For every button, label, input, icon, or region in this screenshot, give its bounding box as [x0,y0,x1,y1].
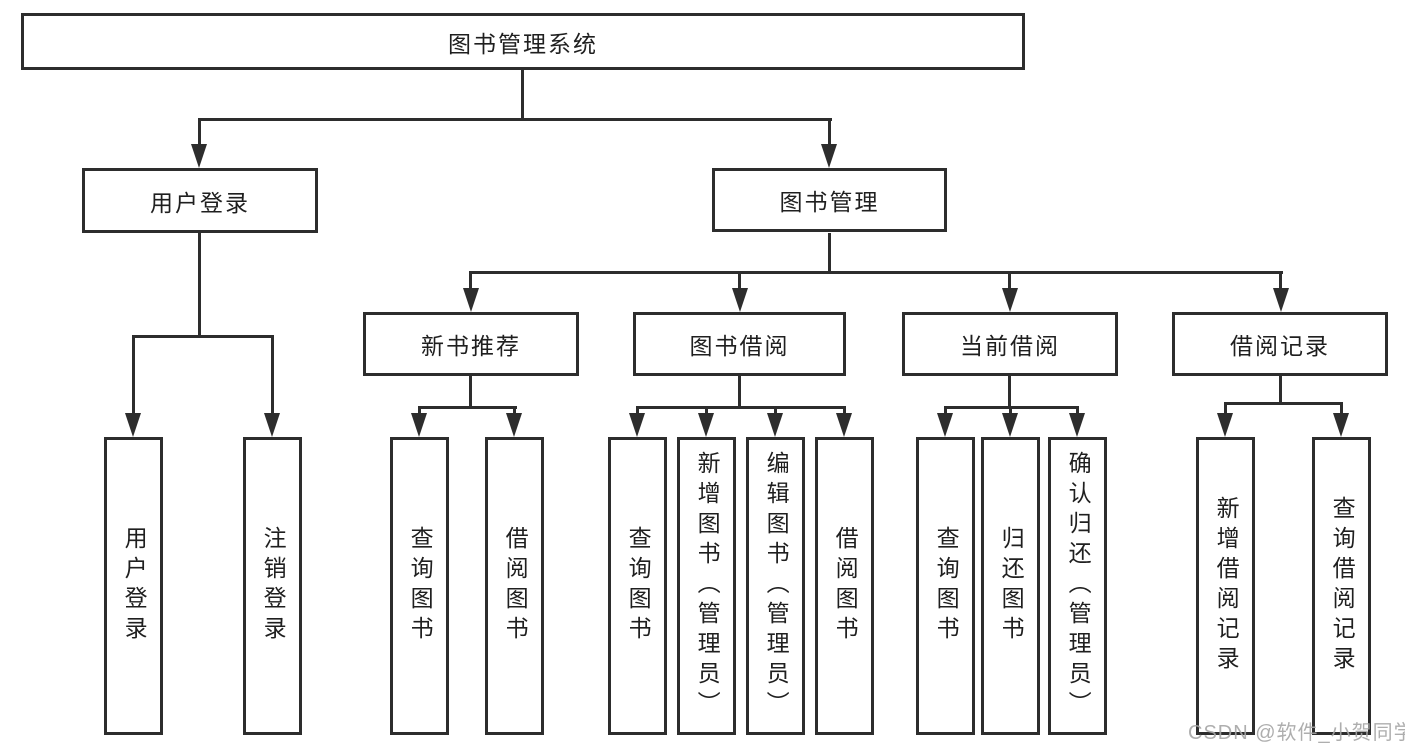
node-new-book-recommend-label: 新书推荐 [421,333,521,359]
leaf-borrow-books-recommend: 借阅图书 [485,437,544,735]
connector-line [705,406,708,418]
connector-line [1279,271,1282,293]
leaf-borrow-books-recommend-label: 借阅图书 [502,526,529,646]
arrow-down-icon [506,413,522,437]
connector-line [1008,271,1011,293]
arrow-down-icon [1273,288,1289,312]
arrow-down-icon [463,288,479,312]
connector-line [1008,376,1011,409]
node-user-login-label: 用户登录 [150,189,250,216]
leaf-return-book-label: 归还图书 [998,526,1025,646]
connector-line [132,335,274,338]
leaf-user-login-label: 用户登录 [121,526,148,646]
node-book-management: 图书管理 [712,168,947,232]
leaf-logout-label: 注销登录 [260,526,287,646]
leaf-add-book-admin-label: 新增图书（管理员） [694,451,721,721]
node-current-borrow: 当前借阅 [902,312,1118,376]
connector-line [944,406,947,418]
connector-line [418,406,421,418]
connector-line [513,406,516,418]
leaf-edit-book-admin: 编辑图书（管理员） [746,437,805,735]
node-borrow-records-label: 借阅记录 [1230,333,1330,359]
arrow-down-icon [1002,413,1018,437]
connector-line [828,118,831,148]
node-user-login: 用户登录 [82,168,318,233]
connector-line [1224,402,1343,405]
leaf-query-books-recommend: 查询图书 [390,437,449,735]
leaf-logout: 注销登录 [243,437,302,735]
arrow-down-icon [1333,413,1349,437]
connector-line [1009,406,1012,418]
arrow-down-icon [264,413,280,437]
node-book-borrow-label: 图书借阅 [689,333,790,359]
node-root-label: 图书管理系统 [448,30,598,57]
node-book-management-label: 图书管理 [779,189,880,215]
leaf-borrow-books-label: 借阅图书 [832,526,859,646]
arrow-down-icon [125,413,141,437]
arrow-down-icon [1002,288,1018,312]
connector-line [198,118,832,121]
arrow-down-icon [937,413,953,437]
leaf-add-borrow-record: 新增借阅记录 [1196,437,1255,735]
csdn-watermark: CSDN @软件_小贺同学 [1188,722,1405,744]
connector-line [636,406,846,409]
arrow-down-icon [732,288,748,312]
arrow-down-icon [1217,413,1233,437]
leaf-borrow-books: 借阅图书 [815,437,874,735]
node-current-borrow-label: 当前借阅 [960,333,1060,359]
leaf-confirm-return-admin-label: 确认归还（管理员） [1065,451,1092,721]
node-root-system: 图书管理系统 [21,13,1025,70]
node-new-book-recommend: 新书推荐 [363,312,579,376]
leaf-query-borrow-record-label: 查询借阅记录 [1329,496,1356,676]
arrow-down-icon [767,413,783,437]
connector-line [843,406,846,418]
connector-line [828,233,831,273]
node-book-borrow: 图书借阅 [633,312,846,376]
connector-line [1076,406,1079,418]
connector-line [774,406,777,418]
connector-line [636,406,639,418]
connector-line [738,271,741,293]
connector-line [469,271,1283,274]
connector-line [271,335,274,417]
connector-line [198,118,201,148]
connector-line [132,335,135,417]
connector-line [1279,376,1282,404]
connector-line [469,271,472,293]
leaf-user-login: 用户登录 [104,437,163,735]
arrow-down-icon [629,413,645,437]
connector-line [469,376,472,409]
node-borrow-records: 借阅记录 [1172,312,1388,376]
arrow-down-icon [836,413,852,437]
connector-line [418,406,517,409]
leaf-confirm-return-admin: 确认归还（管理员） [1048,437,1107,735]
arrow-down-icon [1069,413,1085,437]
connector-line [1224,402,1227,418]
connector-line [738,376,741,409]
leaf-query-books-current-label: 查询图书 [933,526,960,646]
leaf-query-books-borrow-label: 查询图书 [625,526,652,646]
arrow-down-icon [411,413,427,437]
arrow-down-icon [821,144,837,168]
leaf-add-borrow-record-label: 新增借阅记录 [1213,496,1240,676]
leaf-edit-book-admin-label: 编辑图书（管理员） [763,451,790,721]
connector-line [198,233,201,338]
leaf-return-book: 归还图书 [981,437,1040,735]
leaf-query-books-current: 查询图书 [916,437,975,735]
connector-line [521,70,524,120]
arrow-down-icon [191,144,207,168]
arrow-down-icon [698,413,714,437]
leaf-query-books-recommend-label: 查询图书 [407,526,434,646]
leaf-query-borrow-record: 查询借阅记录 [1312,437,1371,735]
leaf-add-book-admin: 新增图书（管理员） [677,437,736,735]
leaf-query-books-borrow: 查询图书 [608,437,667,735]
connector-line [1340,402,1343,418]
